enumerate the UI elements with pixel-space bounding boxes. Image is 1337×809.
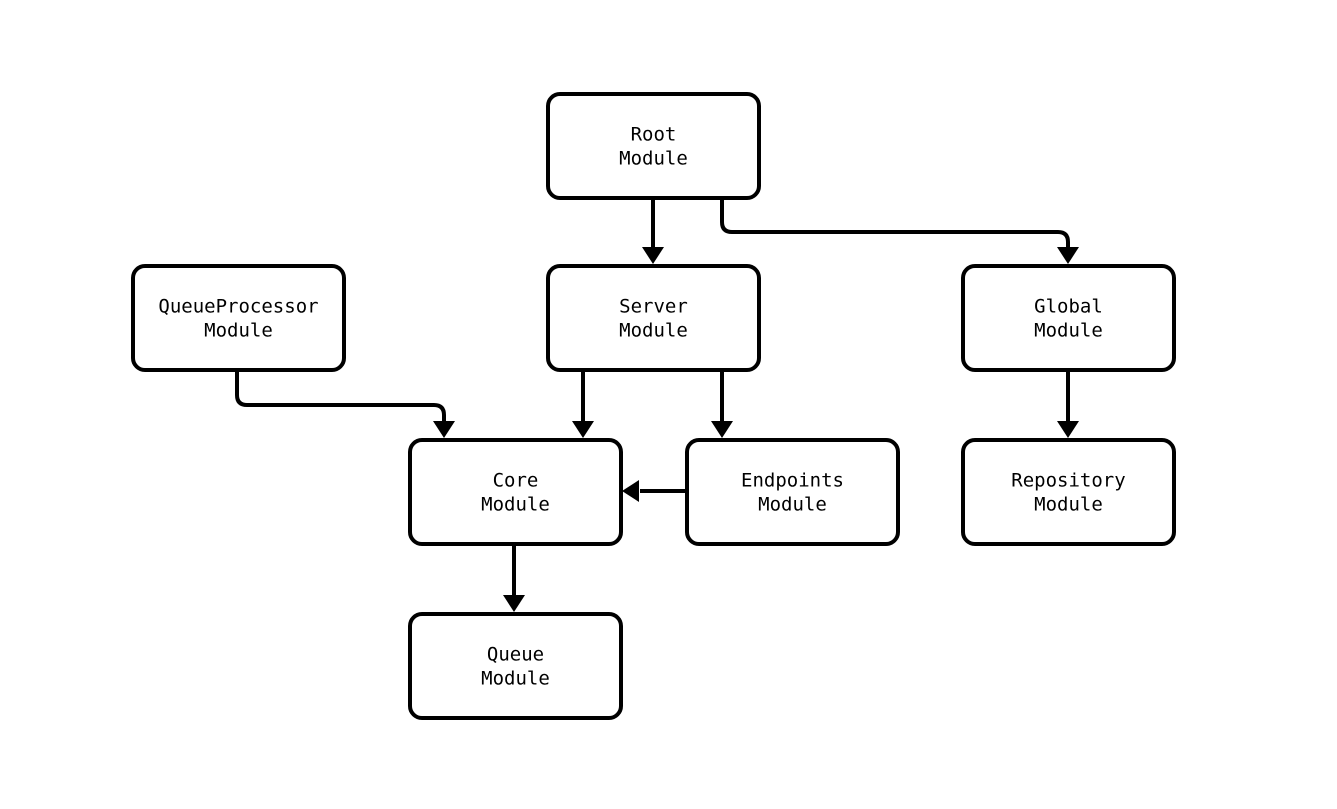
arrowhead-icon: [503, 595, 525, 612]
node-label-line1: Queue: [487, 644, 544, 666]
arrowhead-icon: [711, 421, 733, 438]
node-box[interactable]: [546, 264, 761, 372]
arrowhead-icon: [1057, 247, 1079, 264]
edges-layer: [235, 198, 1079, 612]
node-label-line2: Module: [1034, 494, 1103, 516]
node-label-line1: Repository: [1011, 470, 1125, 492]
node-label-line2: Module: [758, 494, 827, 516]
nodes-layer: RootModuleQueueProcessorModuleServerModu…: [131, 92, 1176, 720]
edge-queueprocessor-to-core: [235, 370, 455, 438]
edge-root-to-server: [642, 198, 664, 264]
node-label-line2: Module: [619, 148, 688, 170]
node-label-line2: Module: [619, 320, 688, 342]
edge-core-to-queue: [503, 544, 525, 612]
node-label-line1: Root: [631, 124, 677, 146]
edge-line: [235, 370, 446, 422]
node-box[interactable]: [961, 438, 1176, 546]
node-label-line2: Module: [481, 494, 550, 516]
arrowhead-icon: [433, 421, 455, 438]
node-box[interactable]: [408, 438, 623, 546]
edge-server-to-endpoints: [711, 370, 733, 438]
arrowhead-icon: [1057, 421, 1079, 438]
node-box[interactable]: [131, 264, 346, 372]
node-label-line2: Module: [481, 668, 550, 690]
arrowhead-icon: [622, 480, 639, 502]
node-label-line1: Core: [493, 470, 539, 492]
arrowhead-icon: [572, 421, 594, 438]
node-label-line2: Module: [1034, 320, 1103, 342]
node-box[interactable]: [685, 438, 900, 546]
edge-root-to-global: [720, 198, 1079, 264]
edge-line: [720, 198, 1070, 248]
node-label-line1: Endpoints: [741, 470, 844, 492]
node-label-line1: Server: [619, 296, 688, 318]
node-box[interactable]: [408, 612, 623, 720]
node-box[interactable]: [961, 264, 1176, 372]
edge-global-to-repository: [1057, 370, 1079, 438]
node-label-line1: Global: [1034, 296, 1103, 318]
node-box[interactable]: [546, 92, 761, 200]
edge-endpoints-to-core: [622, 480, 687, 502]
edge-server-to-core: [572, 370, 594, 438]
arrowhead-icon: [642, 247, 664, 264]
node-label-line2: Module: [204, 320, 273, 342]
node-label-line1: QueueProcessor: [158, 296, 318, 318]
